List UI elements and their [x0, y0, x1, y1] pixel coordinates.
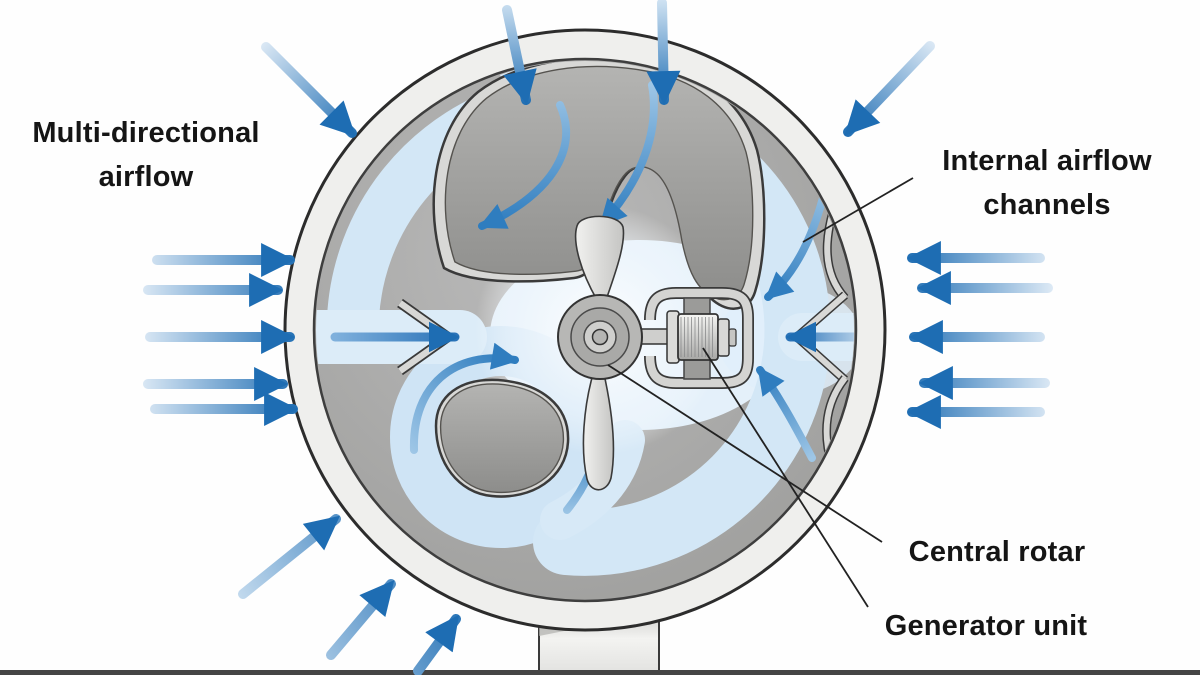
generator-unit-graphic — [666, 310, 737, 364]
label-central-rotor: Central rotar — [908, 536, 1086, 568]
leader-lines — [607, 177, 914, 608]
generator-bracket — [644, 287, 754, 389]
leader-line-generator-unit — [702, 347, 869, 608]
lower-left-lobe — [434, 378, 570, 498]
right-airflow-arrows — [906, 240, 1053, 430]
central-rotor-hub — [557, 294, 643, 380]
ground-line — [0, 670, 1200, 675]
label-multi-directional-airflow: Multi-directional airflow — [32, 117, 260, 193]
label-internal-airflow-channels: Internal airflow channels — [942, 145, 1152, 221]
leader-line-central-rotor — [607, 364, 883, 543]
internal-flow-arrows — [330, 81, 854, 514]
leader-line-internal-channels — [802, 177, 914, 243]
bottom-airflow-arrows — [238, 514, 461, 675]
propeller-blade-bottom — [582, 373, 615, 491]
top-airflow-arrows — [261, 0, 935, 138]
airflow-channels — [316, 61, 854, 576]
propeller-blade-top — [574, 215, 625, 301]
label-generator-unit: Generator unit — [884, 610, 1088, 642]
left-airflow-arrows — [143, 242, 299, 427]
